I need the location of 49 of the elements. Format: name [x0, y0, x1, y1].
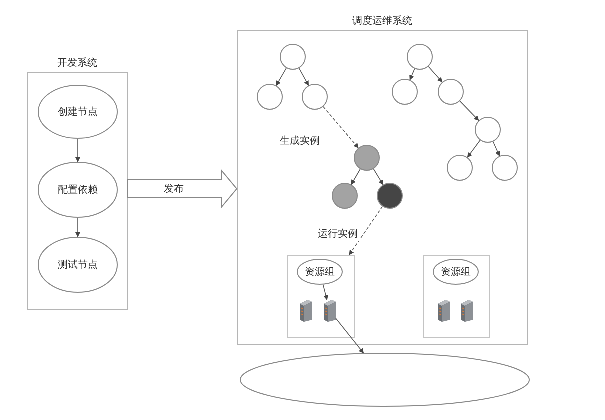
- process-ellipse: [38, 237, 118, 293]
- resource-box: [287, 255, 355, 338]
- tree-node-circle: [392, 79, 418, 105]
- panel-title: 开发系统: [56, 56, 98, 70]
- tree-node-circle: [280, 44, 306, 70]
- resource-box: [423, 255, 490, 338]
- node-label: 资源组: [441, 266, 471, 279]
- edge-label: 生成实例: [278, 134, 322, 148]
- tree-node-circle: [377, 183, 403, 209]
- node-label: 资源组: [305, 266, 335, 279]
- panel-title: 调度运维系统: [352, 14, 414, 28]
- tree-node-circle: [475, 117, 501, 143]
- dashed-arrow: [323, 106, 359, 148]
- arrow: [373, 168, 384, 186]
- arrow: [428, 66, 443, 83]
- arrow: [467, 140, 481, 158]
- tree-node-circle: [354, 145, 380, 171]
- process-ellipse: [433, 259, 479, 285]
- arrow: [298, 68, 310, 86]
- tree-node-circle: [332, 183, 358, 209]
- arrow: [276, 68, 287, 86]
- server-icon: [324, 300, 336, 322]
- server-icon: [461, 300, 473, 322]
- tree-node-circle: [407, 44, 433, 70]
- tree-node-circle: [302, 84, 328, 110]
- dashed-arrow: [349, 206, 384, 256]
- arrow: [351, 168, 361, 186]
- platform-ellipse: [240, 353, 530, 407]
- arrow: [460, 100, 480, 122]
- process-ellipse: [38, 162, 118, 218]
- edge-label: 运行实例: [316, 227, 360, 241]
- arrow: [322, 284, 328, 300]
- edge-label: 发布: [162, 182, 186, 196]
- arrow: [492, 141, 500, 157]
- arrow: [76, 138, 80, 162]
- node-label: 测试节点: [58, 258, 98, 272]
- tree-node-circle: [438, 79, 464, 105]
- node-label: 创建节点: [58, 106, 98, 119]
- tree-node-circle: [492, 155, 518, 181]
- process-ellipse: [38, 85, 118, 139]
- server-icon: [300, 300, 312, 322]
- arrow: [410, 68, 416, 80]
- arrow: [76, 218, 80, 238]
- process-ellipse: [297, 259, 343, 285]
- arrow: [336, 318, 364, 354]
- node-label: 配置依赖: [58, 184, 98, 197]
- tree-node-circle: [447, 155, 473, 181]
- server-icon: [438, 300, 450, 322]
- tree-node-circle: [257, 84, 283, 110]
